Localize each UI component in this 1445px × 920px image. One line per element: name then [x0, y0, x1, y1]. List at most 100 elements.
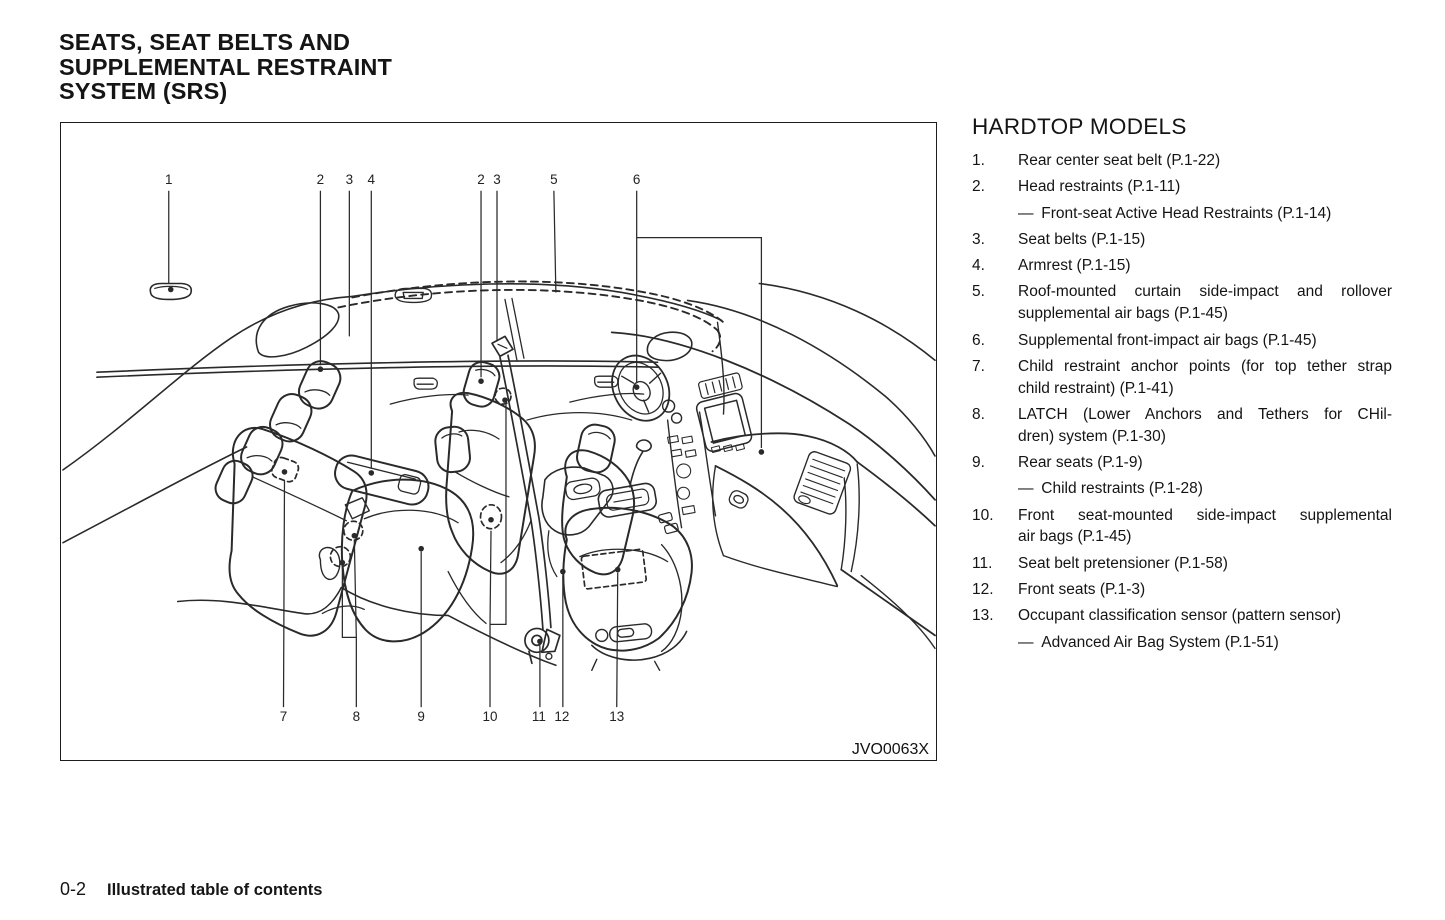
callout-leader-line [490, 404, 507, 626]
callout-number: 7 [280, 709, 287, 724]
callout-number: 6 [633, 172, 640, 187]
callout-number: 13 [609, 709, 624, 724]
occupant-sensor-indicator [580, 548, 648, 590]
page-title-line: SUPPLEMENTAL RESTRAINT [59, 53, 392, 80]
legend-item-text: LATCH (Lower Anchors and Tethers for CHi… [1018, 404, 1392, 448]
callout-dot [368, 470, 375, 476]
latch-anchor-indicator [343, 520, 364, 542]
car-body-outline [62, 282, 936, 667]
legend-item-number: 1. [972, 152, 985, 169]
navigation-screen [695, 392, 753, 454]
center-stack-controls [667, 435, 697, 516]
airbag-sensor-indicators [270, 387, 648, 590]
legend-item-number: 6. [972, 331, 985, 349]
legend-item: 4. Armrest (P.1-15) [972, 255, 1392, 277]
rear-seatback-indicator [270, 456, 300, 483]
door-panels [389, 297, 645, 421]
legend-item-line: supplemental air bags (P.1-45) [1018, 305, 1228, 323]
legend-item: 10. Front seat-mounted side-impact suppl… [972, 505, 1392, 549]
callout-dot [478, 378, 484, 384]
callout-number: 3 [493, 172, 500, 187]
legend-item-line: dren) system (P.1-30) [1018, 427, 1166, 445]
seat-belt [491, 335, 552, 631]
legend-item-text: Rear center seat belt (P.1-22) [1018, 150, 1392, 172]
callout-number: 2 [477, 172, 484, 187]
callout-dot [502, 397, 508, 403]
rear-armrest [334, 454, 430, 506]
page-title-line: SEATS, SEAT BELTS AND [59, 29, 351, 55]
legend-item-line: Supplemental front-impact air bags (P.1-… [1018, 331, 1317, 349]
legend-item-line: Child restraint anchor points (for top t… [1018, 357, 1392, 375]
legend-item-text: Head restraints (P.1-11)— Front-seat Act… [1018, 176, 1392, 224]
legend-item-number: 10. [972, 506, 994, 524]
steering-wheel [611, 354, 671, 422]
legend-item: 8. LATCH (Lower Anchors and Tethers for … [972, 404, 1392, 448]
legend-item-number: 11. [972, 554, 993, 572]
legend-item-line: Seat belt pretensioner (P.1-58) [1018, 554, 1228, 572]
callout-leader-line [341, 567, 357, 708]
figure-code: JVO0063X [852, 741, 929, 758]
legend-item-number: 4. [972, 257, 985, 275]
footer-section-title: Illustrated table of contents [107, 881, 323, 899]
callout-dot [281, 469, 288, 475]
latch-anchor-indicator [329, 545, 352, 568]
page-number: 0-2 [60, 879, 87, 899]
legend-item-text: Rear seats (P.1-9)— Child restraints (P.… [1018, 452, 1392, 500]
callout-number: 8 [353, 709, 360, 724]
legend-item: 9. Rear seats (P.1-9)— Child restraints … [972, 452, 1392, 500]
legend-item: 13. Occupant classification sensor (patt… [972, 605, 1392, 653]
legend-item-line: Rear center seat belt (P.1-22) [1018, 152, 1221, 169]
seat-belt-pretensioner [524, 627, 561, 665]
callout-dot [614, 566, 621, 573]
legend-item-line: Front seat-mounted side-impact supplemen… [1018, 506, 1392, 524]
legend-item-line: Head restraints (P.1-11) [1018, 178, 1181, 196]
legend-item: 3. Seat belts (P.1-15) [972, 229, 1392, 251]
rear-view-mirror [149, 282, 193, 301]
callout-dot [560, 568, 566, 575]
legend-item-text: Seat belts (P.1-15) [1018, 229, 1392, 251]
legend-item: 6. Supplemental front-impact air bags (P… [972, 330, 1392, 352]
callout-number: 11 [532, 709, 546, 724]
side-airbag-indicator [494, 387, 512, 405]
legend-item: 7. Child restraint anchor points (for to… [972, 356, 1392, 400]
legend-item-line: air bags (P.1-45) [1018, 528, 1132, 546]
legend-item-line: Occupant classification sensor (pattern … [1018, 607, 1342, 625]
legend-item-number: 13. [972, 607, 994, 625]
callout-dot [537, 638, 543, 645]
legend-item-number: 12. [972, 581, 994, 599]
legend-item: 12. Front seats (P.1-3) [972, 579, 1392, 601]
legend-subitem: — Advanced Air Bag System (P.1-51) [1018, 633, 1279, 651]
legend-item-line: Armrest (P.1-15) [1018, 257, 1131, 275]
legend-item-line: Roof-mounted curtain side-impact and rol… [1018, 283, 1392, 301]
callout-leader-line [353, 539, 357, 638]
side-air-vent [793, 451, 852, 515]
callout-dot [758, 449, 765, 455]
callout-dot [633, 384, 640, 390]
legend-item-line: Seat belts (P.1-15) [1018, 230, 1146, 248]
front-passenger-seat [434, 361, 536, 625]
callout-leader-line [636, 237, 763, 448]
legend-subitem: — Child restraints (P.1-28) [1018, 480, 1203, 498]
legend-item-number: 8. [972, 405, 985, 423]
legend-item: 11. Seat belt pretensioner (P.1-58) [972, 553, 1392, 575]
side-airbag-indicator [479, 503, 503, 530]
callout-dot [167, 286, 174, 293]
legend-item-number: 7. [972, 357, 985, 375]
rear-seat [214, 360, 475, 643]
legend-item-text: Front seat-mounted side-impact supplemen… [1018, 505, 1392, 549]
glovebox-latch [728, 490, 749, 509]
legend-item-line: child restraint) (P.1-41) [1018, 379, 1174, 397]
page-title-line: SYSTEM (SRS) [59, 78, 228, 105]
legend-item-text: Roof-mounted curtain side-impact and rol… [1018, 281, 1392, 325]
legend: HARDTOP MODELS 1. Rear center seat belt … [972, 114, 1392, 653]
callout-dot [488, 516, 494, 523]
callout-number: 1 [165, 172, 172, 187]
callout-dot [418, 545, 424, 552]
callout-number: 5 [550, 172, 557, 187]
legend-item-number: 9. [972, 454, 985, 472]
callout-leader-line [489, 530, 492, 708]
legend-item-number: 5. [972, 283, 985, 301]
callout-leader-line [553, 190, 557, 293]
legend-item-text: Seat belt pretensioner (P.1-58) [1018, 553, 1392, 575]
